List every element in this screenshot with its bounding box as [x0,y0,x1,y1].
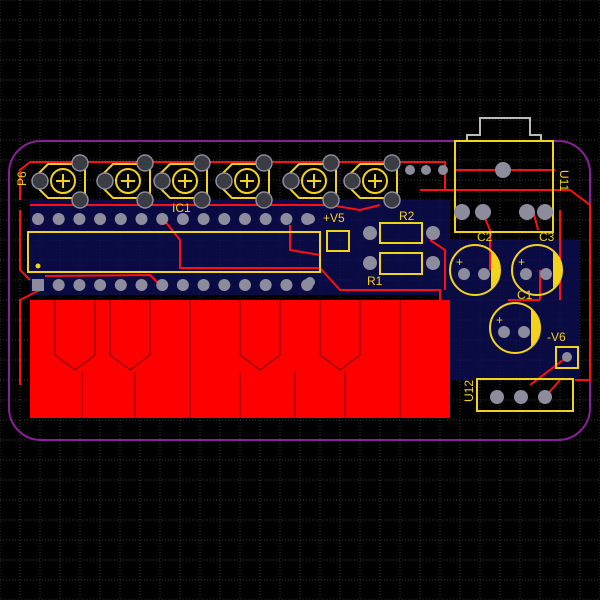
ic-pad [197,279,210,291]
c3-label: C3 [539,230,555,244]
ic1-footprint[interactable]: IC1 [27,201,321,291]
ic-pad [239,213,251,225]
ic-pad [135,279,148,291]
ic-pad [52,279,65,291]
potentiometers [31,154,401,209]
polarity-plus-icon: + [456,255,463,269]
ic1-label: IC1 [172,201,191,215]
p6-label: P6 [15,171,29,186]
ic-pad [32,213,44,225]
pot-knob-icon [172,168,198,194]
top-copper-traces [19,161,591,398]
pot-knob-icon [362,168,388,194]
u11-connector[interactable]: U11 [454,117,571,233]
r2-resistor[interactable]: R2 [363,209,440,244]
pot-knob-icon [50,168,76,194]
potentiometer[interactable] [215,154,273,209]
ic-pad [156,213,169,225]
ic-pad [73,279,86,291]
loose-pads [305,165,448,287]
r1-resistor[interactable]: R1 [363,252,440,288]
ic-pad [73,213,86,225]
ic-pad-1 [32,279,44,291]
polarity-plus-icon: + [496,313,503,327]
ic-pad [197,213,210,225]
ic-pad [94,213,107,225]
ic-pad [218,213,231,225]
v6-label: -V6 [547,330,566,344]
ic-pad [280,213,293,225]
u12-regulator[interactable]: U12 [462,378,574,412]
potentiometer[interactable] [343,154,401,209]
ic-pad [135,213,148,225]
ic-pad [259,279,272,291]
potentiometer[interactable] [96,154,154,209]
ic-pad [176,213,189,225]
ic-pad [218,279,231,291]
potentiometer[interactable] [282,154,340,209]
v5-test-point[interactable]: +V5 [323,211,350,252]
pot-knob-icon [115,168,141,194]
polarity-plus-icon: + [518,255,525,269]
copper-pour [30,300,450,418]
potentiometer[interactable] [153,154,211,209]
pot-knob-icon [234,168,260,194]
ic-pad [280,279,293,291]
v6-test-point[interactable]: -V6 [547,330,579,369]
ic-pad [259,213,272,225]
u11-label: U11 [557,170,571,191]
ic-pad [239,279,251,291]
ic-pad [114,279,127,291]
u12-label: U12 [462,380,476,402]
r1-label: R1 [367,274,383,288]
c2-label: C2 [477,230,493,244]
r2-label: R2 [399,209,415,223]
c1-label: C1 [517,288,533,302]
c3-capacitor[interactable]: + C3 [511,230,563,296]
ic-pad [52,213,65,225]
ic-pad [156,279,169,291]
potentiometer[interactable] [31,154,89,209]
ic-pad [176,279,189,291]
c2-capacitor[interactable]: + C2 [449,230,501,296]
ic-pad [114,213,127,225]
ic-pad [94,279,107,291]
v5-label: +V5 [323,211,345,225]
pot-knob-icon [301,168,327,194]
c1-capacitor[interactable]: + C1 [489,288,541,354]
